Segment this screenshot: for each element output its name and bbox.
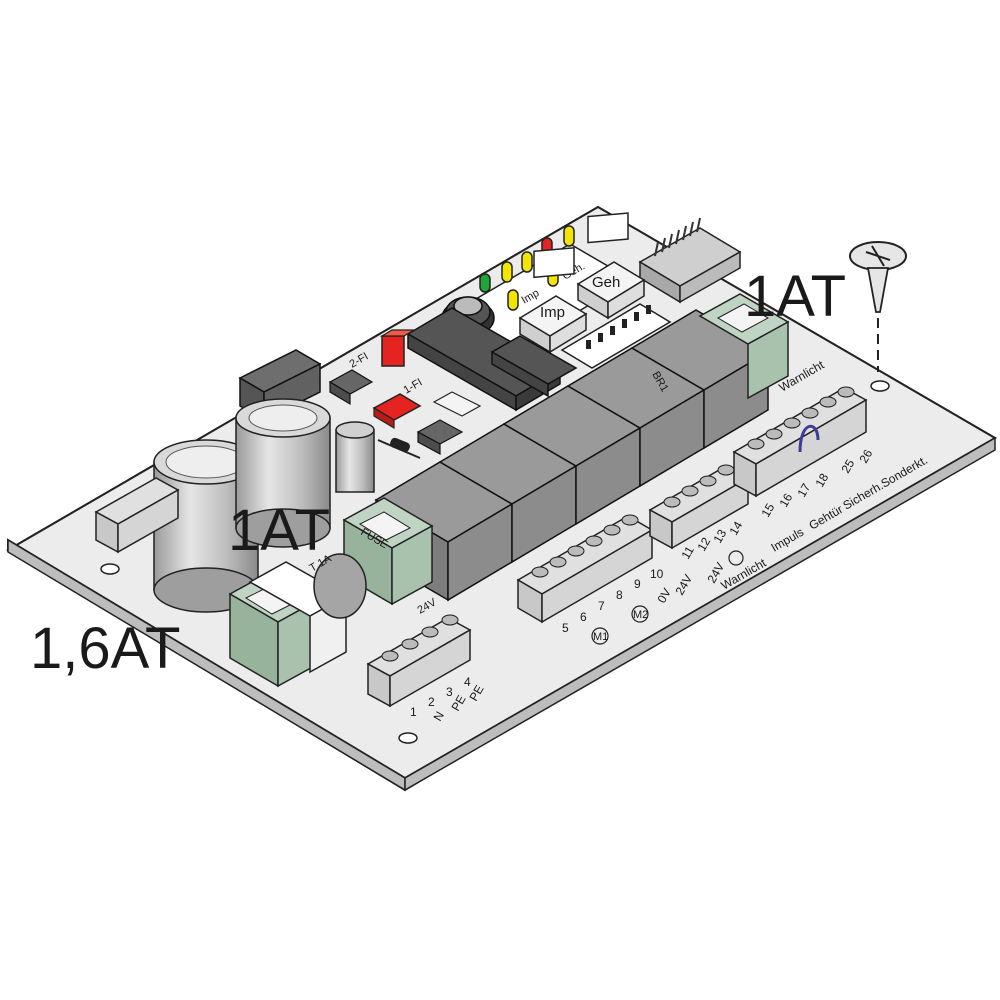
imp-button[interactable]: Imp bbox=[518, 246, 588, 354]
terminal-number: 3 bbox=[446, 685, 453, 699]
jumper-2fi[interactable]: 2-FI bbox=[348, 329, 417, 371]
terminal-number: 18 bbox=[812, 471, 831, 490]
terminal-number: 7 bbox=[598, 599, 605, 613]
terminal-number: 12 bbox=[694, 535, 713, 554]
motor-symbol-icon bbox=[631, 605, 649, 623]
terminal-number: 2 bbox=[428, 695, 435, 709]
terminal-number: 10 bbox=[650, 567, 664, 581]
terminal-block-motor[interactable] bbox=[516, 514, 654, 624]
terminal-number: 26 bbox=[856, 447, 875, 466]
geh-button-label: Geh bbox=[592, 274, 620, 291]
geh-button[interactable]: Geh bbox=[576, 212, 646, 320]
motor-symbol-icon bbox=[591, 627, 609, 645]
mounting-hole bbox=[870, 380, 890, 392]
terminal-number: 6 bbox=[580, 610, 587, 624]
screw-icon bbox=[849, 241, 907, 372]
terminal-mark: M2 bbox=[633, 609, 648, 621]
capacitor-medium bbox=[235, 398, 331, 548]
wire-link bbox=[798, 424, 820, 453]
terminal-mark: PE bbox=[448, 693, 468, 714]
terminal-mark: 0V bbox=[654, 586, 673, 606]
mounting-hole bbox=[100, 563, 120, 575]
terminal-number: 8 bbox=[616, 588, 623, 602]
terminal-number: 4 bbox=[464, 675, 471, 689]
fuse-holder-bottom-left[interactable] bbox=[228, 571, 320, 688]
terminal-block-power[interactable] bbox=[366, 614, 472, 708]
terminal-numbers-motor: 5 6 7 8 9 10 M1 M2 0V 24V bbox=[562, 567, 695, 645]
fuse-callout-center: 1AT bbox=[228, 498, 330, 563]
terminal-number: 25 bbox=[838, 457, 857, 476]
terminal-number: 16 bbox=[776, 491, 795, 510]
terminal-block-warnlicht[interactable] bbox=[648, 464, 750, 550]
terminal-number: 15 bbox=[758, 501, 777, 520]
terminal-number: 17 bbox=[794, 481, 813, 500]
fuse-callout-top-right: 1AT bbox=[744, 264, 846, 329]
dip-switch[interactable] bbox=[560, 303, 672, 369]
terminal-block-left[interactable] bbox=[94, 477, 180, 554]
pin-header bbox=[638, 217, 742, 304]
fuse-callout-bottom-left: 1,6AT bbox=[30, 616, 180, 681]
led-green bbox=[479, 273, 491, 293]
terminal-number: 9 bbox=[634, 577, 641, 591]
terminal-number: 13 bbox=[710, 527, 729, 546]
smd-component bbox=[328, 369, 482, 456]
capacitor-small bbox=[335, 421, 375, 493]
capacitor-large bbox=[153, 439, 259, 613]
lamp-symbol-icon bbox=[728, 550, 744, 566]
imp-button-label: Imp bbox=[540, 304, 565, 321]
terminal-number: 1 bbox=[410, 705, 417, 719]
varistor bbox=[313, 553, 367, 619]
ic-chip-small bbox=[490, 335, 578, 398]
terminal-mark: M1 bbox=[593, 631, 608, 643]
terminal-mark: PE bbox=[466, 683, 486, 704]
mounting-hole bbox=[398, 732, 418, 744]
diode bbox=[377, 437, 421, 459]
terminal-number: 5 bbox=[562, 621, 569, 635]
fuse-holder-top-right[interactable] bbox=[698, 293, 790, 400]
terminal-number: 14 bbox=[726, 519, 745, 538]
terminal-block-control[interactable] bbox=[732, 386, 868, 498]
